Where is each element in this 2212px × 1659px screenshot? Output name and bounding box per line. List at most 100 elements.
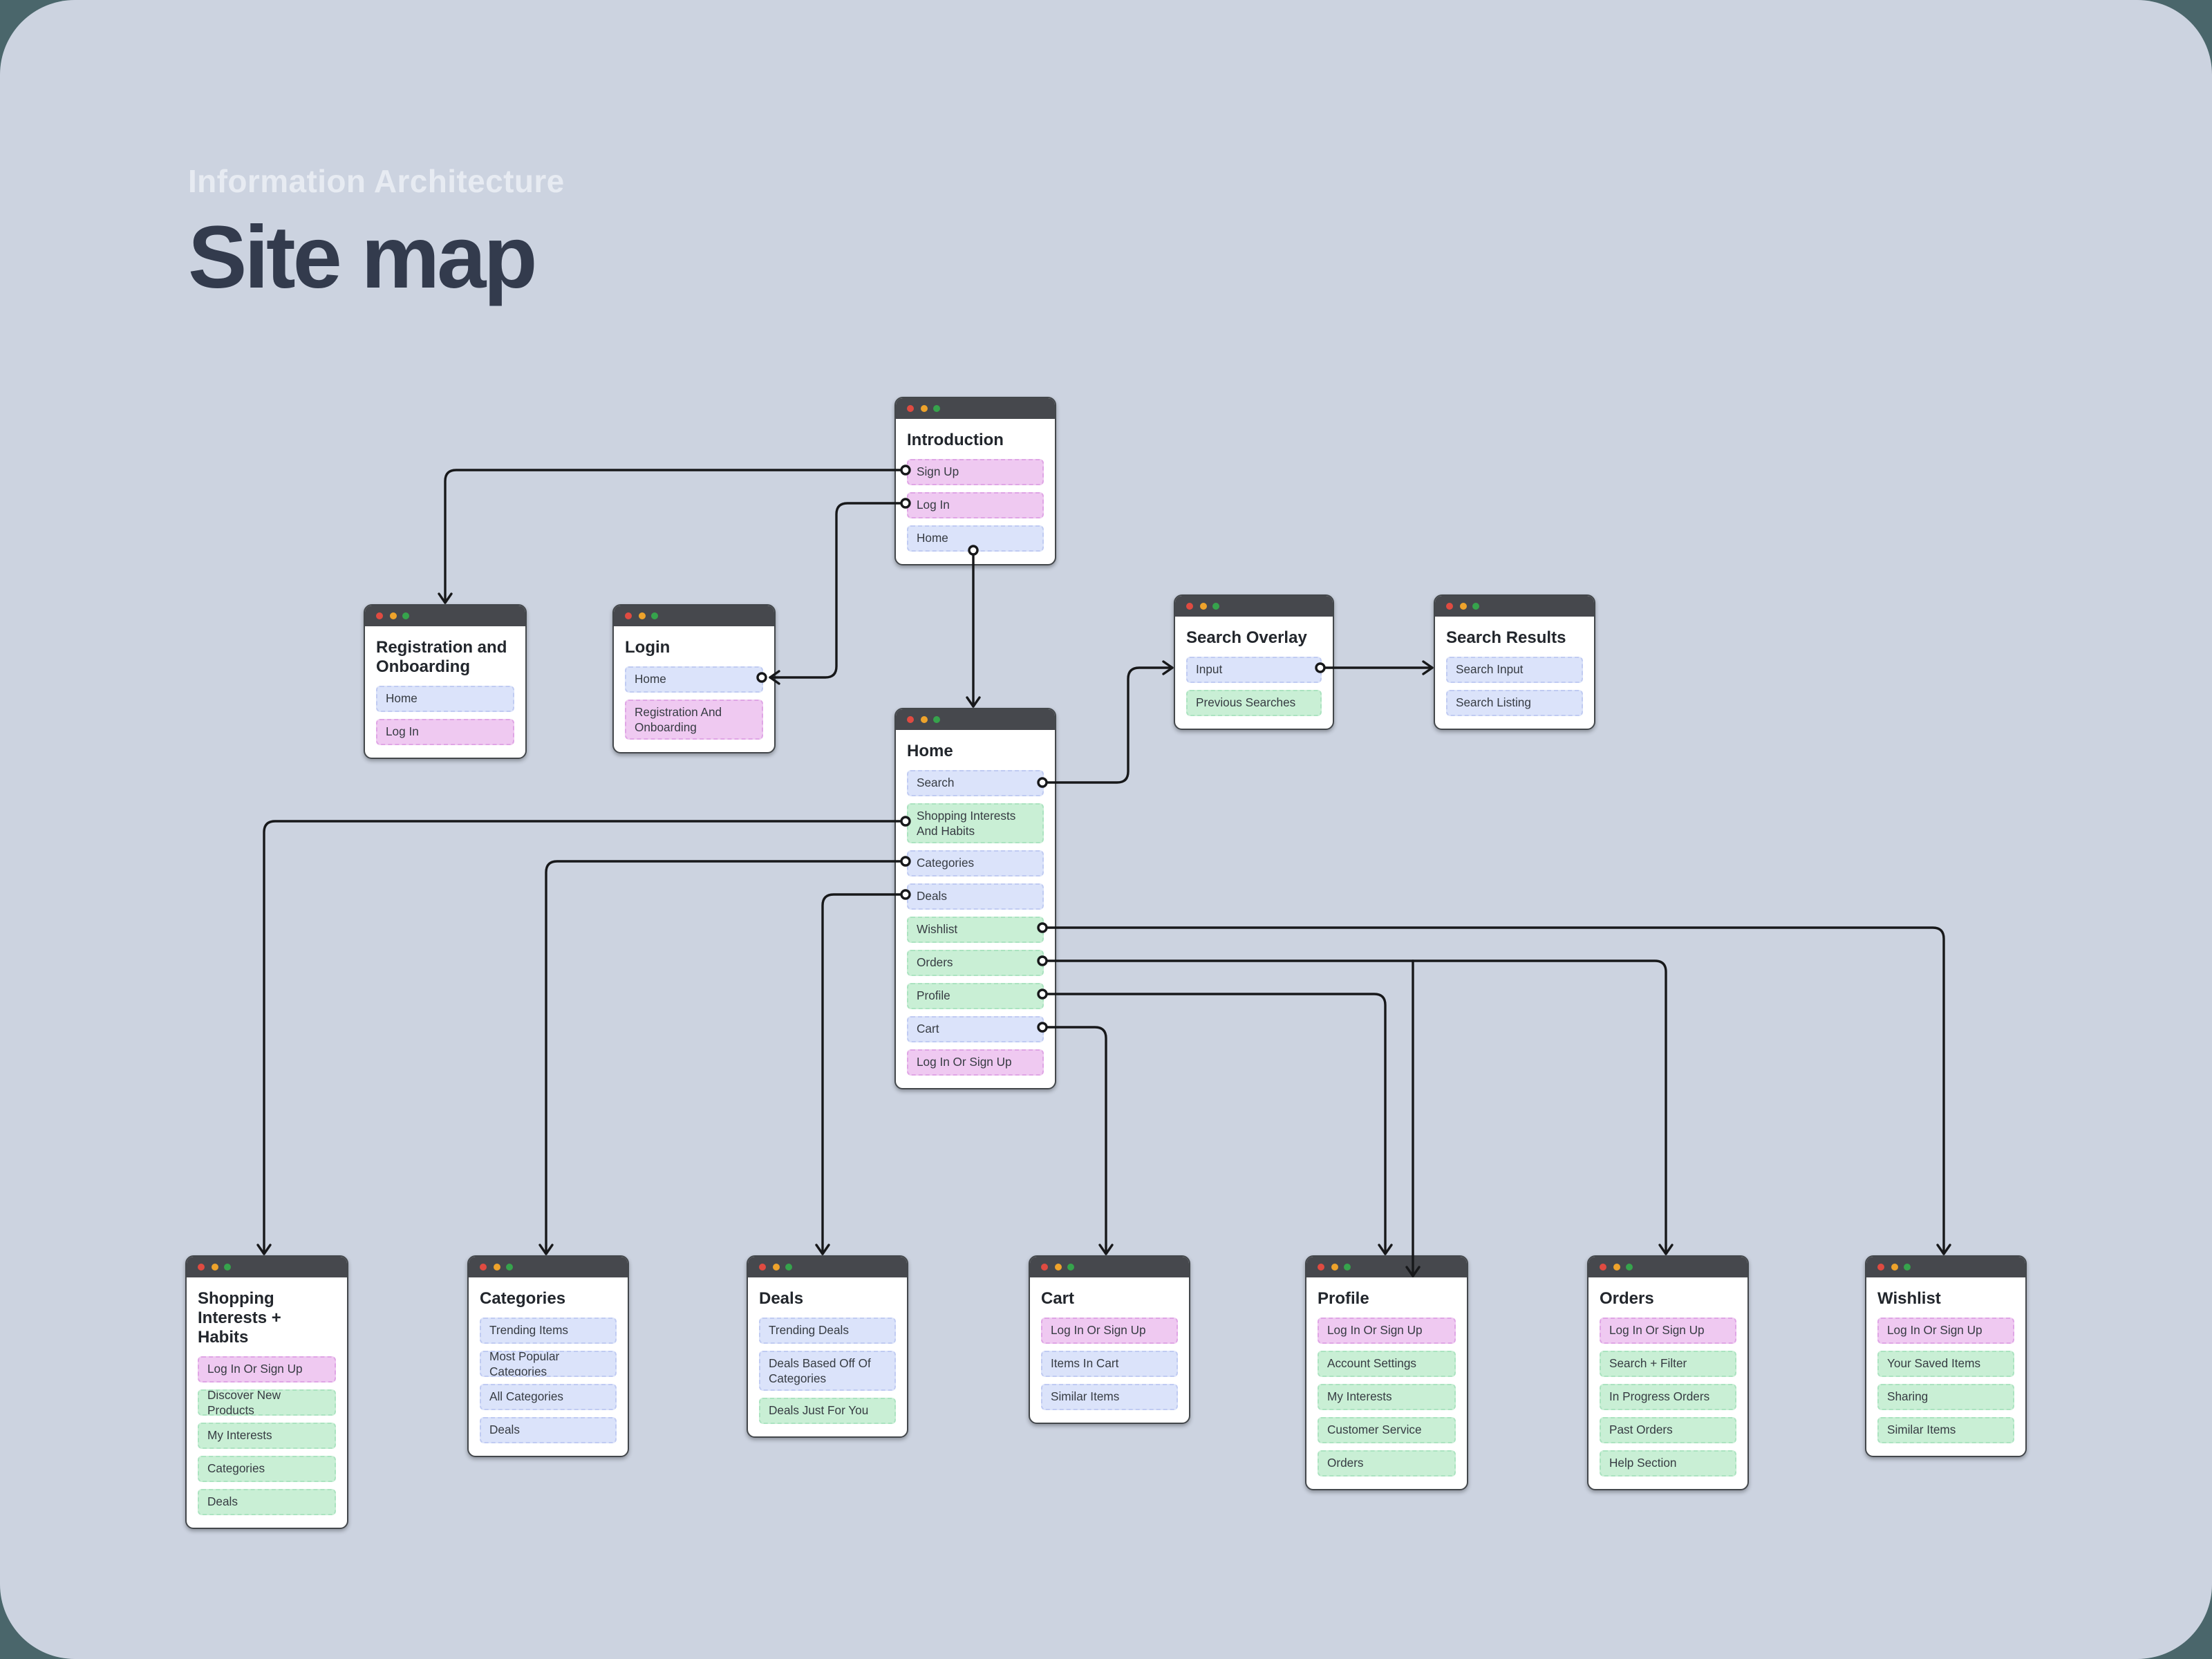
connector-line: [1041, 959, 1667, 1255]
node-item: Search: [907, 770, 1044, 796]
arrowhead-icon: [1098, 1244, 1114, 1255]
traffic-light-green-icon: [1472, 603, 1479, 610]
traffic-light-green-icon: [1626, 1264, 1633, 1271]
card-title: Categories: [480, 1288, 566, 1308]
node-item: Account Settings: [1318, 1351, 1456, 1377]
card-title: Search Overlay: [1186, 628, 1307, 647]
node-item: Similar Items: [1041, 1384, 1178, 1410]
traffic-light-green-icon: [506, 1264, 513, 1271]
traffic-light-orange-icon: [211, 1264, 218, 1271]
window-titlebar: [1435, 596, 1594, 617]
traffic-light-green-icon: [402, 612, 409, 619]
node-item: Input: [1186, 657, 1322, 683]
node-item: All Categories: [480, 1384, 617, 1410]
node-item: Items In Cart: [1041, 1351, 1178, 1377]
node-item: Log In Or Sign Up: [1318, 1318, 1456, 1344]
arrowhead-icon: [1658, 1244, 1674, 1255]
traffic-light-orange-icon: [1891, 1264, 1897, 1271]
traffic-light-red-icon: [198, 1264, 205, 1271]
node-item: Sign Up: [907, 459, 1044, 485]
traffic-light-red-icon: [1318, 1264, 1324, 1271]
traffic-light-red-icon: [1877, 1264, 1884, 1271]
card-title: Search Results: [1446, 628, 1566, 647]
card-title: Wishlist: [1877, 1288, 1941, 1308]
arrowhead-icon: [815, 1244, 830, 1255]
node-item: Deals Based Off Of Categories: [759, 1351, 896, 1391]
traffic-light-red-icon: [759, 1264, 766, 1271]
arrowhead-icon: [256, 1244, 272, 1255]
node-item: Home: [907, 525, 1044, 552]
node-item: Log In Or Sign Up: [198, 1356, 336, 1382]
page-subtitle: Information Architecture: [188, 163, 565, 199]
node-item: Registration And Onboarding: [625, 700, 763, 740]
window-titlebar: [365, 606, 525, 626]
window-titlebar: [469, 1257, 628, 1277]
node-item: Log In Or Sign Up: [1877, 1318, 2014, 1344]
node-item: Discover New Products: [198, 1389, 336, 1416]
node-item: Deals: [907, 883, 1044, 910]
node-item: Log In Or Sign Up: [907, 1049, 1044, 1076]
node-item: Customer Service: [1318, 1417, 1456, 1443]
node-item: Deals: [480, 1417, 617, 1443]
traffic-light-green-icon: [1067, 1264, 1074, 1271]
page-headings: Information Architecture Site map: [188, 162, 565, 303]
node-item: Categories: [907, 850, 1044, 877]
traffic-light-green-icon: [651, 612, 658, 619]
node-item: Cart: [907, 1016, 1044, 1042]
traffic-light-red-icon: [480, 1264, 487, 1271]
node-item: Help Section: [1600, 1450, 1736, 1477]
traffic-light-green-icon: [1904, 1264, 1911, 1271]
node-item: Trending Deals: [759, 1318, 896, 1344]
traffic-light-orange-icon: [1199, 603, 1206, 610]
node-item: Your Saved Items: [1877, 1351, 2014, 1377]
connector-line: [769, 502, 907, 679]
traffic-light-orange-icon: [1331, 1264, 1338, 1271]
window-titlebar: [1588, 1257, 1747, 1277]
card-title: Profile: [1318, 1288, 1369, 1308]
node-item: Home: [376, 686, 514, 712]
traffic-light-green-icon: [224, 1264, 231, 1271]
arrowhead-icon: [538, 1244, 554, 1255]
window-titlebar: [614, 606, 774, 626]
connector-line: [545, 860, 907, 1255]
node-item: Shopping Interests And Habits: [907, 803, 1044, 843]
connector-line: [444, 469, 907, 604]
traffic-light-green-icon: [1344, 1264, 1351, 1271]
node-item: Log In: [376, 719, 514, 745]
card-title: Deals: [759, 1288, 804, 1308]
node-item: Deals: [198, 1489, 336, 1515]
window-titlebar: [1866, 1257, 2025, 1277]
traffic-light-red-icon: [907, 405, 914, 412]
connector-line: [1041, 993, 1387, 1255]
window-titlebar: [896, 398, 1055, 419]
node-item: Log In Or Sign Up: [1041, 1318, 1178, 1344]
traffic-light-orange-icon: [920, 716, 927, 723]
connector-line: [263, 820, 907, 1255]
node-item: Wishlist: [907, 917, 1044, 943]
arrowhead-icon: [438, 592, 453, 604]
node-item: Orders: [907, 950, 1044, 976]
node-item: Search Input: [1446, 657, 1583, 683]
traffic-light-red-icon: [907, 716, 914, 723]
card-title: Cart: [1041, 1288, 1075, 1308]
card-title: Home: [907, 741, 953, 760]
traffic-light-orange-icon: [920, 405, 927, 412]
